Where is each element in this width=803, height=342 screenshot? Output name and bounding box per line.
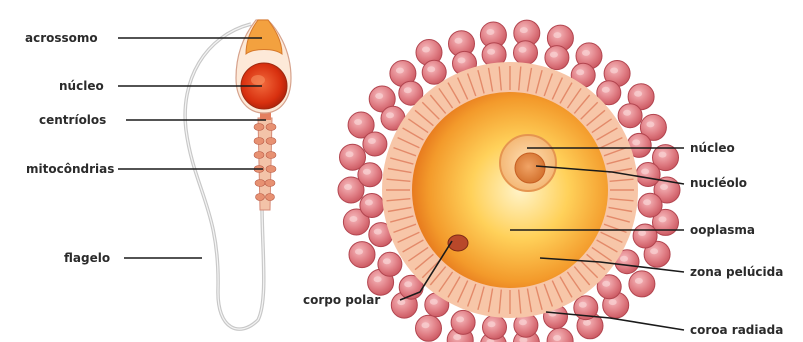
label-flagellum: flagelo: [64, 251, 110, 265]
label-nucleolus: nucléolo: [690, 176, 747, 190]
sperm-cell: [185, 20, 291, 329]
nucleolus-shape: [515, 153, 545, 183]
label-polar-body: corpo polar: [303, 293, 380, 307]
ovum-cell: [338, 20, 680, 342]
label-ovum-nucleus: núcleo: [690, 141, 735, 155]
label-centrioles: centríolos: [39, 113, 106, 127]
label-mitochondria: mitocôndrias: [26, 162, 114, 176]
label-zona-pellucida: zona pelúcida: [690, 265, 783, 279]
label-acrosome: acrossomo: [25, 31, 98, 45]
label-sperm-nucleus: núcleo: [59, 79, 104, 93]
label-ooplasm: ooplasma: [690, 223, 755, 237]
label-corona-radiata: coroa radiada: [690, 323, 783, 337]
acrosome-shape: [246, 20, 282, 54]
